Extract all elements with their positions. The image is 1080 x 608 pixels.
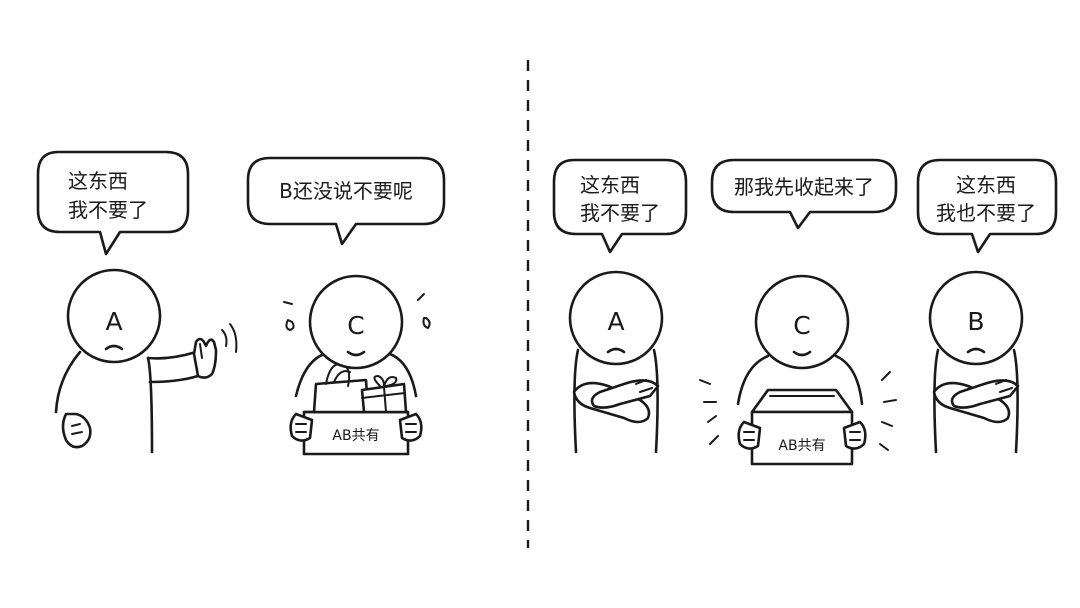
bubble-a-right-line2: 我不要了: [580, 201, 660, 225]
bubble-a-left-line1: 这东西: [68, 169, 128, 193]
speech-bubble-a-left: 这东西 我不要了: [36, 150, 190, 256]
bubble-b-right-line1: 这东西: [956, 173, 1016, 197]
character-c-holding-box: AB共有 C: [699, 274, 897, 466]
character-c-grabbing: AB共有 C: [283, 274, 431, 456]
character-b-arms-crossed: B: [928, 270, 1024, 454]
char-c-right-letter: C: [793, 311, 810, 340]
left-panel: 这东西 我不要了 B还没说不要呢 A: [36, 150, 446, 456]
bubble-a-right-line1: 这东西: [580, 173, 640, 197]
box-label-left: AB共有: [332, 428, 379, 444]
speech-bubble-a-right: 这东西 我不要了: [552, 158, 688, 254]
char-a-right-letter: A: [607, 307, 624, 336]
speech-bubble-c-right: 那我先收起来了: [710, 158, 898, 230]
bubble-c-left-line1: B还没说不要呢: [279, 179, 413, 203]
right-panel: 这东西 我不要了 那我先收起来了 这东西 我也不要了 A: [552, 158, 1058, 466]
speech-bubble-c-left: B还没说不要呢: [246, 156, 446, 246]
bubble-c-right-line1: 那我先收起来了: [734, 175, 874, 199]
speech-bubble-b-right: 这东西 我也不要了: [916, 158, 1058, 254]
character-a-arms-crossed: A: [568, 270, 664, 454]
character-a-refusing: A: [54, 268, 238, 454]
char-a-left-letter: A: [105, 307, 122, 336]
box-label-right: AB共有: [778, 438, 825, 454]
bubble-b-right-line2: 我也不要了: [936, 201, 1036, 225]
char-c-left-letter: C: [347, 311, 364, 340]
char-b-right-letter: B: [967, 307, 984, 336]
bubble-a-left-line2: 我不要了: [68, 198, 148, 222]
